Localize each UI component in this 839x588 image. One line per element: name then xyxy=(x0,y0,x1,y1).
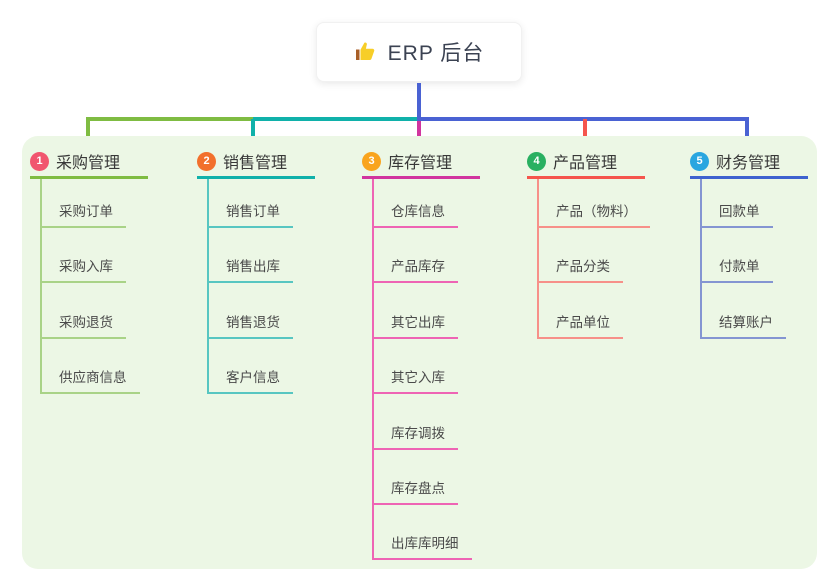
mindmap-child-node: 其它入库 xyxy=(374,339,480,395)
branch-header[interactable]: 1 采购管理 xyxy=(30,149,148,179)
child-node-label[interactable]: 采购退货 xyxy=(42,311,126,339)
mindmap-child-node: 出库库明细 xyxy=(374,505,480,561)
root-node[interactable]: ERP 后台 xyxy=(316,22,522,82)
mindmap-child-node: 付款单 xyxy=(702,228,808,284)
connector-drop-branch-2 xyxy=(251,119,255,147)
connector-bus-teal xyxy=(253,117,417,121)
child-node-label[interactable]: 仓库信息 xyxy=(374,200,458,228)
mindmap-child-node: 采购订单 xyxy=(42,179,148,228)
branch-number-badge: 5 xyxy=(690,151,709,171)
mindmap-child-node: 供应商信息 xyxy=(42,339,148,395)
mindmap-child-node: 其它出库 xyxy=(374,283,480,339)
mindmap-child-node: 采购退货 xyxy=(42,283,148,339)
branch-finance: 5 财务管理 回款单 付款单 结算账户 xyxy=(690,149,808,339)
child-node-label[interactable]: 销售订单 xyxy=(209,200,293,228)
child-node-label[interactable]: 供应商信息 xyxy=(42,366,140,395)
child-node-label[interactable]: 采购入库 xyxy=(42,255,126,284)
connector-drop-branch-5 xyxy=(745,119,749,147)
branch-purchase: 1 采购管理 采购订单 采购入库 采购退货 供应商信息 xyxy=(30,149,148,395)
child-node-label[interactable]: 结算账户 xyxy=(702,311,786,339)
mindmap-child-node: 销售退货 xyxy=(209,283,315,339)
mindmap-child-node: 库存调拨 xyxy=(374,394,480,450)
branch-header[interactable]: 2 销售管理 xyxy=(197,149,315,179)
branch-header[interactable]: 5 财务管理 xyxy=(690,149,808,179)
branch-children: 销售订单 销售出库 销售退货 客户信息 xyxy=(207,179,315,395)
mindmap-child-node: 客户信息 xyxy=(209,339,315,395)
branch-header[interactable]: 3 库存管理 xyxy=(362,149,480,179)
branch-title: 库存管理 xyxy=(388,155,453,172)
connector-bus-green xyxy=(86,117,253,121)
mindmap-child-node: 产品（物料） xyxy=(539,179,650,228)
branch-inventory: 3 库存管理 仓库信息 产品库存 其它出库 其它入库 库存调拨 库存盘点 出库库… xyxy=(362,149,480,561)
mindmap-child-node: 销售出库 xyxy=(209,228,315,284)
mindmap-child-node: 采购入库 xyxy=(42,228,148,284)
mindmap-child-node: 产品库存 xyxy=(374,228,480,284)
child-node-label[interactable]: 出库库明细 xyxy=(374,532,472,561)
branch-product: 4 产品管理 产品（物料） 产品分类 产品单位 xyxy=(527,149,650,339)
connector-drop-branch-1 xyxy=(86,119,90,147)
branch-title: 销售管理 xyxy=(223,155,288,172)
child-node-label[interactable]: 回款单 xyxy=(702,200,773,228)
mindmap-child-node: 库存盘点 xyxy=(374,450,480,505)
branch-children: 产品（物料） 产品分类 产品单位 xyxy=(537,179,650,339)
mindmap-child-node: 回款单 xyxy=(702,179,808,228)
branch-children: 回款单 付款单 结算账户 xyxy=(700,179,808,339)
child-node-label[interactable]: 付款单 xyxy=(702,255,773,284)
branch-number-badge: 4 xyxy=(527,151,546,171)
child-node-label[interactable]: 产品分类 xyxy=(539,255,623,284)
root-node-label: ERP 后台 xyxy=(387,42,485,65)
child-node-label[interactable]: 产品单位 xyxy=(539,311,623,339)
branches-panel xyxy=(22,136,817,569)
child-node-label[interactable]: 产品库存 xyxy=(374,255,458,284)
connector-root-drop xyxy=(417,83,421,119)
child-node-label[interactable]: 销售出库 xyxy=(209,255,293,284)
child-node-label[interactable]: 其它入库 xyxy=(374,366,458,395)
branch-header[interactable]: 4 产品管理 xyxy=(527,149,645,179)
branch-number-badge: 2 xyxy=(197,151,216,171)
mindmap-child-node: 销售订单 xyxy=(209,179,315,228)
branch-number-badge: 3 xyxy=(362,151,381,171)
child-node-label[interactable]: 库存盘点 xyxy=(374,477,458,505)
mindmap-child-node: 结算账户 xyxy=(702,283,808,339)
child-node-label[interactable]: 采购订单 xyxy=(42,200,126,228)
branch-title: 财务管理 xyxy=(716,155,781,172)
child-node-label[interactable]: 客户信息 xyxy=(209,366,293,395)
branch-title: 采购管理 xyxy=(56,155,121,172)
connector-drop-branch-4 xyxy=(583,119,587,147)
mindmap-child-node: 产品单位 xyxy=(539,283,645,339)
branch-title: 产品管理 xyxy=(553,155,618,172)
child-node-label[interactable]: 销售退货 xyxy=(209,311,293,339)
branch-sales: 2 销售管理 销售订单 销售出库 销售退货 客户信息 xyxy=(197,149,315,395)
branch-children: 仓库信息 产品库存 其它出库 其它入库 库存调拨 库存盘点 出库库明细 xyxy=(372,179,480,561)
branch-number-badge: 1 xyxy=(30,151,49,171)
connector-drop-branch-3 xyxy=(417,121,421,148)
child-node-label[interactable]: 库存调拨 xyxy=(374,422,458,450)
child-node-label[interactable]: 其它出库 xyxy=(374,311,458,339)
mindmap-child-node: 产品分类 xyxy=(539,228,645,284)
child-node-label[interactable]: 产品（物料） xyxy=(539,200,650,228)
mindmap-child-node: 仓库信息 xyxy=(374,179,480,228)
branch-children: 采购订单 采购入库 采购退货 供应商信息 xyxy=(40,179,148,395)
thumbs-up-icon xyxy=(355,42,374,60)
